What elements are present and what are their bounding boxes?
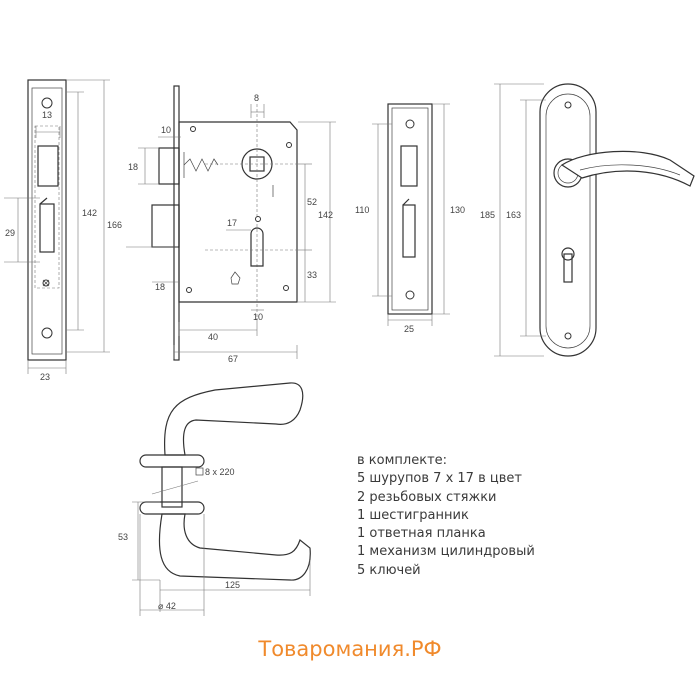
- kit-contents: в комплекте: 5 шурупов 7 x 17 в цвет 2 р…: [357, 452, 657, 580]
- dim-center-distance: 52: [307, 197, 317, 207]
- dim-strike-total-height: 166: [107, 220, 122, 230]
- dim-handle-length: 125: [225, 580, 240, 590]
- dim-body-height: 142: [318, 210, 333, 220]
- rose-plate: [372, 103, 450, 326]
- kit-title: в комплекте:: [357, 453, 448, 468]
- dim-cylinder-offset: 17: [227, 218, 237, 228]
- dim-strike-width: 13: [42, 110, 52, 120]
- lock-body: [126, 85, 336, 361]
- dim-backset: 40: [208, 332, 218, 342]
- dim-spindle-width: 8: [254, 93, 259, 103]
- strike-plate: [4, 79, 110, 374]
- dim-rose-inner-height: 110: [355, 205, 369, 215]
- dim-plate-total-height: 185: [480, 210, 495, 220]
- dim-handle-height: 53: [118, 532, 128, 542]
- handle-backplate: [494, 83, 695, 357]
- dim-bolt-height: 18: [128, 162, 138, 172]
- kit-item: 1 механизм цилиндровый: [357, 544, 535, 560]
- dim-square-spindle: 8 x 220: [205, 467, 235, 477]
- dim-strike-plate-width: 23: [40, 372, 50, 382]
- dim-rose-width: 25: [404, 324, 414, 334]
- dim-strike-latch-height: 29: [5, 228, 15, 238]
- dim-rosette-diameter: ⌀ 42: [158, 601, 176, 611]
- dim-latch-projection: 18: [155, 282, 165, 292]
- dim-cylinder-width: 10: [253, 312, 263, 322]
- kit-item: 2 резьбовых стяжки: [357, 489, 497, 505]
- dim-body-width: 67: [228, 354, 238, 364]
- kit-item: 5 ключей: [357, 562, 421, 578]
- kit-item: 5 шурупов 7 x 17 в цвет: [357, 471, 522, 487]
- kit-item: 1 шестигранник: [357, 507, 469, 523]
- dim-rose-total-height: 130: [450, 205, 465, 215]
- dim-cylinder-below: 33: [307, 270, 317, 280]
- dim-plate-inner-height: 163: [506, 210, 521, 220]
- watermark: Товаромания.РФ: [258, 637, 442, 661]
- lever-side-view: [132, 382, 311, 616]
- dim-strike-inner-height: 142: [82, 208, 97, 218]
- kit-item: 1 ответная планка: [357, 526, 486, 542]
- dim-bolt-width: 10: [161, 125, 171, 135]
